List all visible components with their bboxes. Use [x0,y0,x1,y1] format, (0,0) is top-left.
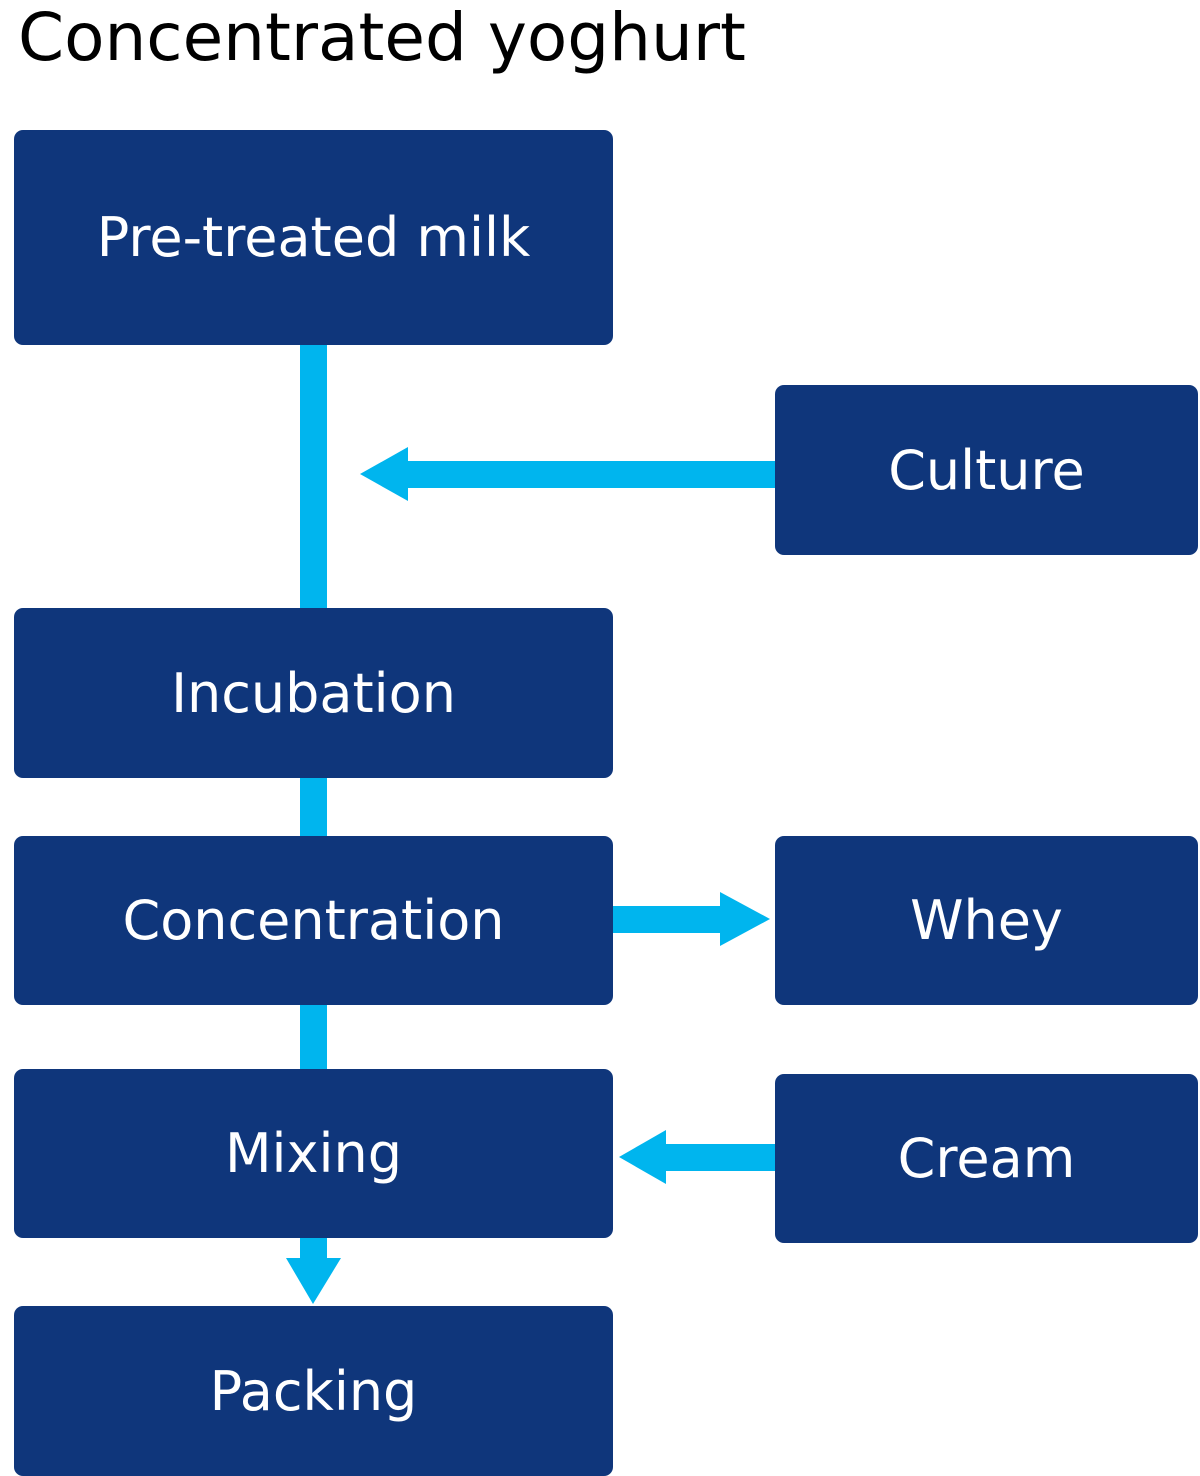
node-whey: Whey [775,836,1198,1005]
node-label: Culture [888,438,1085,502]
node-packing: Packing [14,1306,613,1476]
node-incubation: Incubation [14,608,613,778]
page-title: Concentrated yoghurt [18,0,746,76]
connector-incubation-to-concentration [300,776,327,838]
connector-concentration-to-mixing [300,1003,327,1071]
node-culture: Culture [775,385,1198,555]
connector-packing-arrowhead [286,1258,341,1304]
connector-culture-arrowhead [360,447,408,501]
connector-whey-arrowhead [720,892,770,946]
node-cream: Cream [775,1074,1198,1243]
connector-mixing-packing-shaft [300,1236,327,1260]
node-label: Pre-treated milk [96,206,531,269]
node-concentration: Concentration [14,836,613,1005]
node-label: Cream [897,1127,1076,1190]
node-label: Mixing [224,1122,403,1185]
node-label: Incubation [171,661,456,725]
node-label: Whey [910,889,1063,952]
node-label: Concentration [122,889,505,952]
connector-culture-shaft [405,461,776,488]
connector-concentration-whey-shaft [612,906,722,933]
node-label: Packing [209,1359,418,1423]
connector-pretreated-to-incubation [300,344,327,610]
node-pretreated-milk: Pre-treated milk [14,130,613,345]
node-mixing: Mixing [14,1069,613,1238]
connector-cream-arrowhead [619,1130,666,1184]
connector-cream-shaft [664,1144,776,1171]
